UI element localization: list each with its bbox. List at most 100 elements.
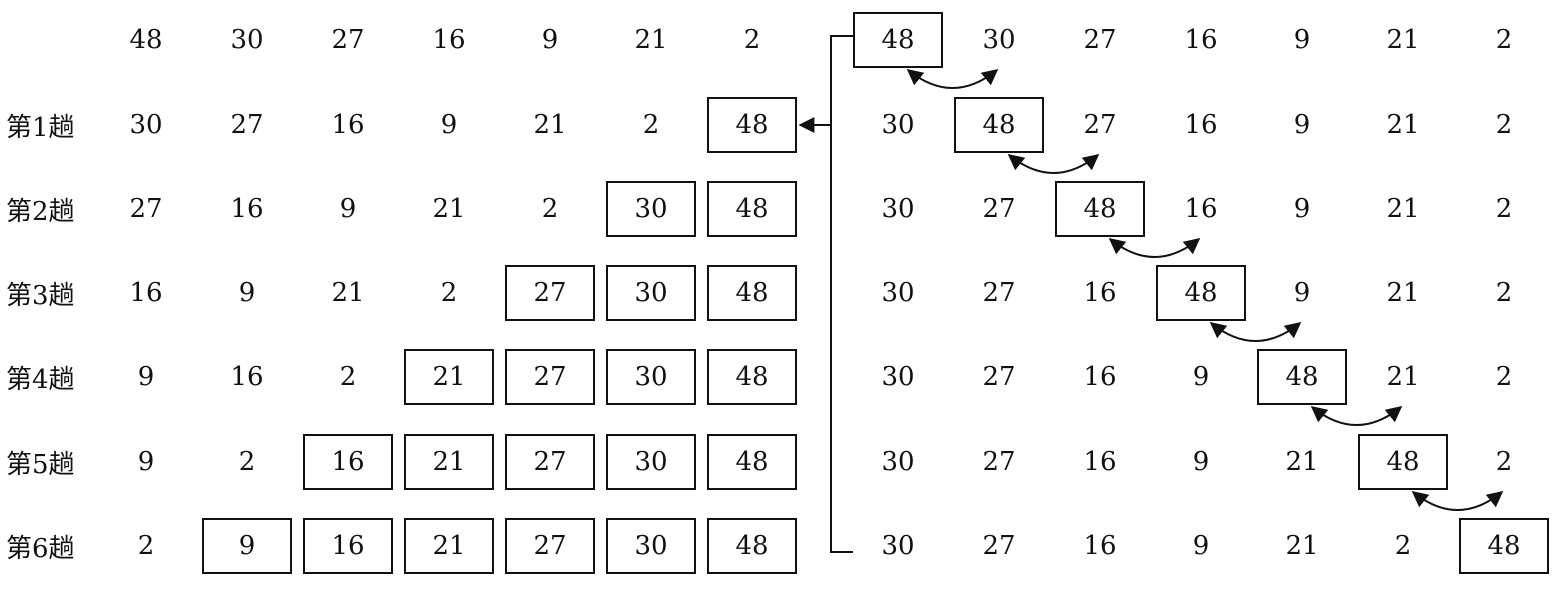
sorted-value-cell: 27	[505, 518, 595, 574]
bubble-value-cell: 2	[1495, 110, 1513, 140]
sorted-value-cell: 21	[404, 434, 494, 490]
moving-max-cell: 48	[954, 97, 1044, 153]
unsorted-value-cell: 9	[137, 447, 155, 477]
bubble-value-cell: 27	[982, 362, 1016, 392]
bubble-value-cell: 21	[1386, 25, 1420, 55]
initial-value-cell: 27	[331, 25, 365, 55]
bubble-value-cell: 30	[881, 194, 915, 224]
swap-arrow	[1411, 490, 1504, 511]
unsorted-value-cell: 2	[137, 531, 155, 561]
swap-arrow	[906, 68, 999, 89]
initial-value-cell: 21	[634, 25, 668, 55]
unsorted-value-cell: 27	[230, 110, 264, 140]
unsorted-value-cell: 9	[137, 362, 155, 392]
sorted-value-cell: 30	[606, 181, 696, 237]
bubble-value-cell: 16	[1184, 25, 1218, 55]
bubble-value-cell: 2	[1495, 194, 1513, 224]
unsorted-value-cell: 2	[339, 362, 357, 392]
bubble-value-cell: 16	[1184, 110, 1218, 140]
unsorted-value-cell: 2	[541, 194, 559, 224]
bubble-value-cell: 21	[1386, 110, 1420, 140]
sorted-value-cell: 48	[707, 265, 797, 321]
sorted-value-cell: 30	[606, 518, 696, 574]
unsorted-value-cell: 16	[230, 194, 264, 224]
pass-label: 第2趟	[6, 196, 75, 227]
bubble-value-cell: 16	[1083, 447, 1117, 477]
bubble-value-cell: 21	[1285, 447, 1319, 477]
sorted-value-cell: 30	[606, 265, 696, 321]
swap-arrow	[1007, 153, 1100, 174]
bubble-value-cell: 2	[1394, 531, 1412, 561]
bubble-value-cell: 2	[1495, 447, 1513, 477]
bubble-value-cell: 9	[1192, 362, 1210, 392]
pass-label: 第3趟	[6, 280, 75, 311]
bubble-value-cell: 16	[1083, 531, 1117, 561]
unsorted-value-cell: 9	[238, 278, 256, 308]
bubble-value-cell: 21	[1285, 531, 1319, 561]
unsorted-value-cell: 21	[331, 278, 365, 308]
bubble-value-cell: 2	[1495, 278, 1513, 308]
unsorted-value-cell: 2	[642, 110, 660, 140]
sorted-value-cell: 27	[505, 349, 595, 405]
pass-label: 第4趟	[6, 364, 75, 395]
bubble-value-cell: 27	[1083, 25, 1117, 55]
sorted-value-cell: 48	[707, 434, 797, 490]
sorted-value-cell: 16	[303, 518, 393, 574]
pass-label: 第5趟	[6, 449, 75, 480]
bubble-value-cell: 30	[881, 531, 915, 561]
bubble-value-cell: 9	[1293, 194, 1311, 224]
moving-max-cell: 48	[853, 12, 943, 68]
bubble-value-cell: 2	[1495, 25, 1513, 55]
bubble-value-cell: 27	[982, 278, 1016, 308]
bubble-value-cell: 16	[1184, 194, 1218, 224]
unsorted-value-cell: 2	[238, 447, 256, 477]
sorted-value-cell: 48	[707, 349, 797, 405]
unsorted-value-cell: 9	[440, 110, 458, 140]
moving-max-cell: 48	[1358, 434, 1448, 490]
bubble-value-cell: 16	[1083, 362, 1117, 392]
unsorted-value-cell: 9	[339, 194, 357, 224]
initial-value-cell: 2	[743, 25, 761, 55]
bubble-value-cell: 21	[1386, 278, 1420, 308]
bubble-value-cell: 16	[1083, 278, 1117, 308]
initial-value-cell: 30	[230, 25, 264, 55]
bubble-value-cell: 30	[881, 447, 915, 477]
bubble-value-cell: 21	[1386, 362, 1420, 392]
initial-value-cell: 9	[541, 25, 559, 55]
sorted-value-cell: 48	[707, 518, 797, 574]
unsorted-value-cell: 16	[129, 278, 163, 308]
unsorted-value-cell: 2	[440, 278, 458, 308]
moving-max-cell: 48	[1257, 349, 1347, 405]
sorted-value-cell: 16	[303, 434, 393, 490]
bubble-value-cell: 21	[1386, 194, 1420, 224]
unsorted-value-cell: 16	[331, 110, 365, 140]
bubble-value-cell: 27	[982, 447, 1016, 477]
bracket-line	[830, 35, 853, 553]
unsorted-value-cell: 30	[129, 110, 163, 140]
bubble-value-cell: 27	[982, 531, 1016, 561]
bubble-value-cell: 30	[881, 278, 915, 308]
sorted-value-cell: 48	[707, 97, 797, 153]
bubble-value-cell: 27	[1083, 110, 1117, 140]
moving-max-cell: 48	[1459, 518, 1549, 574]
unsorted-value-cell: 21	[432, 194, 466, 224]
sorted-value-cell: 21	[404, 349, 494, 405]
moving-max-cell: 48	[1055, 181, 1145, 237]
sorted-value-cell: 27	[505, 434, 595, 490]
bubble-value-cell: 30	[881, 110, 915, 140]
moving-max-cell: 48	[1156, 265, 1246, 321]
swap-arrow	[1209, 321, 1302, 342]
pass-label: 第1趟	[6, 112, 75, 143]
initial-value-cell: 48	[129, 25, 163, 55]
bubble-value-cell: 9	[1293, 25, 1311, 55]
swap-arrow	[1310, 405, 1403, 426]
sorted-value-cell: 21	[404, 518, 494, 574]
swap-arrow	[1108, 237, 1201, 258]
pass-label: 第6趟	[6, 533, 75, 564]
bubble-value-cell: 9	[1192, 447, 1210, 477]
bubble-value-cell: 27	[982, 194, 1016, 224]
unsorted-value-cell: 27	[129, 194, 163, 224]
bubble-value-cell: 30	[881, 362, 915, 392]
